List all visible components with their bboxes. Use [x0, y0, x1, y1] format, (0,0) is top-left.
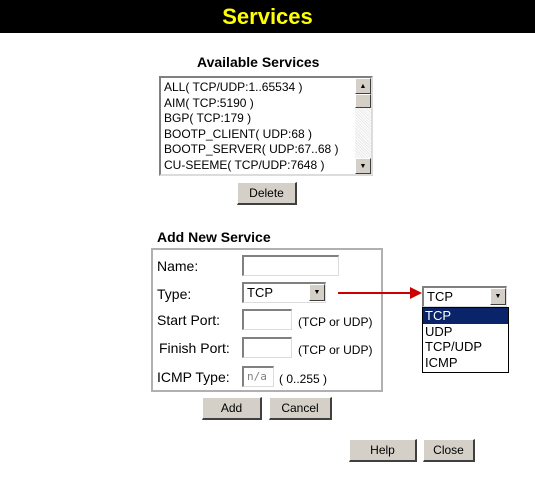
scroll-down-button[interactable]: ▼ [355, 158, 371, 174]
type-select[interactable]: TCP ▼ [242, 282, 326, 303]
name-label: Name: [157, 258, 199, 274]
add-new-service-title: Add New Service [157, 229, 271, 245]
type-dropdown-list: TCP UDP TCP/UDP ICMP [422, 307, 509, 373]
type-dropdown-value: TCP [427, 289, 453, 304]
cancel-button[interactable]: Cancel [269, 397, 332, 420]
list-item[interactable]: BOOTP_CLIENT( UDP:68 ) [164, 126, 313, 141]
list-item[interactable]: ALL( TCP/UDP:1..65534 ) [164, 80, 303, 94]
finish-port-field[interactable] [242, 337, 292, 358]
dropdown-option-tcp[interactable]: TCP [423, 308, 508, 324]
dropdown-option-udp[interactable]: UDP [425, 323, 453, 339]
list-item[interactable]: BOOTP_SERVER( UDP:67..68 ) [164, 142, 339, 156]
triangle-down-icon: ▼ [359, 162, 367, 170]
page-title: Services [222, 3, 313, 29]
add-button[interactable]: Add [202, 397, 262, 420]
available-services-title: Available Services [197, 54, 320, 70]
icmp-type-field: n/a [242, 366, 274, 387]
close-button[interactable]: Close [423, 439, 475, 462]
start-port-hint: (TCP or UDP) [298, 315, 373, 329]
type-select-value: TCP [247, 285, 273, 300]
dropdown-option-tcp-udp[interactable]: TCP/UDP [425, 339, 483, 354]
icmp-type-label: ICMP Type: [157, 369, 230, 385]
type-label: Type: [157, 286, 192, 302]
available-services-items: ALL( TCP/UDP:1..65534 ) AIM( TCP:5190 ) … [163, 80, 355, 173]
finish-port-label: Finish Port: [159, 340, 230, 356]
callout-arrow-line [338, 292, 418, 294]
triangle-up-icon: ▲ [359, 82, 367, 90]
scroll-thumb[interactable] [355, 94, 371, 108]
dropdown-option-icmp[interactable]: ICMP [425, 354, 458, 370]
icmp-type-hint: ( 0..255 ) [279, 372, 328, 386]
scroll-up-button[interactable]: ▲ [355, 78, 371, 94]
callout-arrow-icon [410, 287, 422, 299]
help-button[interactable]: Help [349, 439, 417, 462]
header-banner: Services [0, 0, 535, 33]
start-port-field[interactable] [242, 309, 292, 330]
finish-port-hint: (TCP or UDP) [298, 343, 373, 357]
list-item[interactable]: AIM( TCP:5190 ) [164, 95, 254, 110]
type-dropdown-collapsed[interactable]: TCP ▼ [422, 286, 507, 307]
list-item[interactable]: CU-SEEME( TCP/UDP:7648 ) [164, 157, 325, 172]
chevron-down-icon[interactable]: ▼ [309, 284, 325, 301]
start-port-label: Start Port: [157, 312, 221, 328]
list-scrollbar[interactable]: ▲ ▼ [355, 78, 371, 174]
delete-button[interactable]: Delete [237, 182, 297, 205]
name-field[interactable] [242, 255, 339, 276]
add-service-panel [151, 248, 383, 392]
chevron-down-icon[interactable]: ▼ [490, 288, 506, 305]
available-services-list[interactable]: ALL( TCP/UDP:1..65534 ) AIM( TCP:5190 ) … [159, 76, 373, 176]
list-item[interactable]: BGP( TCP:179 ) [164, 111, 252, 125]
